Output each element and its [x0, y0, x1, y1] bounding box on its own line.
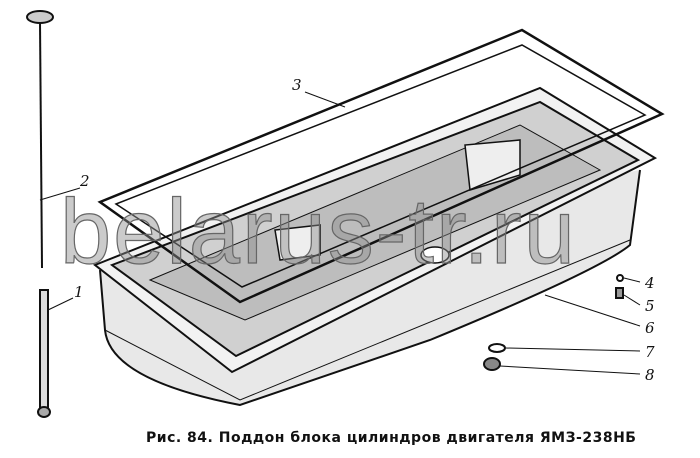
callout-1: 1 [74, 283, 84, 301]
callout-4: 4 [645, 274, 655, 292]
callout-5: 5 [645, 297, 655, 315]
figure-caption: Рис. 84. Поддон блока цилиндров двигател… [146, 430, 637, 446]
callout-7: 7 [645, 343, 655, 361]
dipstick [39, 21, 43, 269]
callout-2: 2 [80, 172, 90, 190]
washer-part-4 [616, 274, 624, 282]
callout-6: 6 [645, 319, 655, 337]
dipstick-cap [26, 10, 54, 24]
gasket [97, 28, 665, 304]
callout-3: 3 [292, 76, 302, 94]
gasket-ring-part-7 [488, 343, 506, 353]
callout-8: 8 [645, 366, 655, 384]
guide-tube [39, 289, 49, 409]
plug-part-8 [483, 357, 501, 371]
watermark: belarus-tr.ru [59, 180, 577, 283]
bolt-part-5 [615, 287, 624, 299]
